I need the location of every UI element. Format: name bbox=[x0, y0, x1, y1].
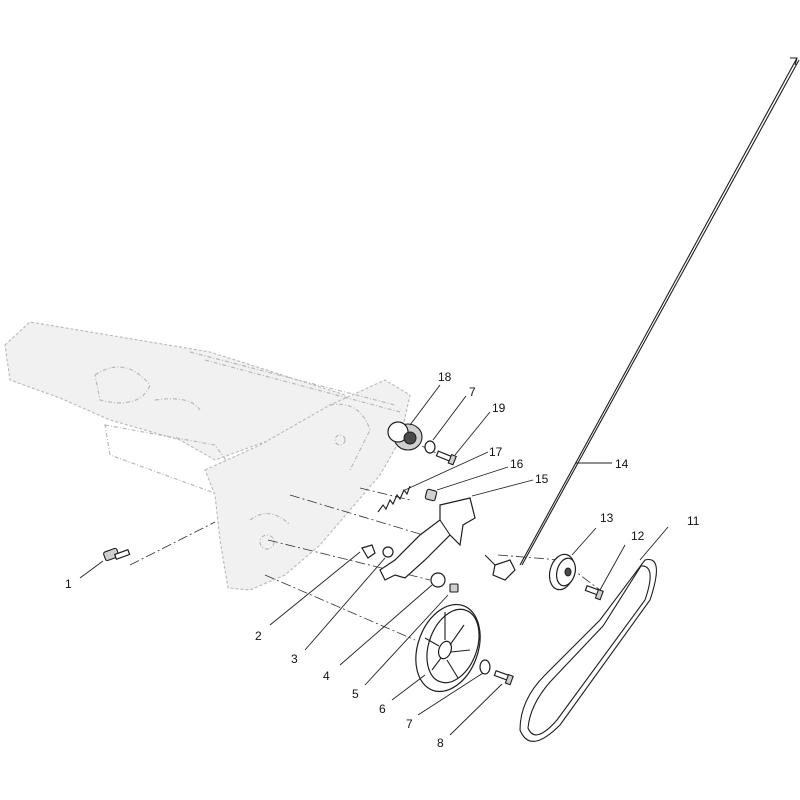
washer-part-7-upper bbox=[424, 440, 436, 454]
callout-13: 13 bbox=[600, 511, 614, 525]
callout-14: 14 bbox=[615, 457, 629, 471]
housing-ghost bbox=[4, 321, 411, 591]
belt-part-11 bbox=[519, 558, 657, 742]
callout-11: 11 bbox=[687, 514, 700, 528]
idler-pulley-part-13 bbox=[548, 553, 577, 591]
spacer-part-4 bbox=[430, 572, 446, 588]
callout-16: 16 bbox=[510, 457, 524, 471]
callout-5: 5 bbox=[352, 687, 359, 701]
leader-lines bbox=[79, 384, 669, 736]
callout-labels: 1 2 3 4 5 6 7 8 11 12 13 14 15 16 17 19 … bbox=[65, 370, 700, 750]
callout-7-upper: 7 bbox=[469, 385, 476, 399]
pulley-part-6 bbox=[415, 603, 481, 693]
washer-part-3 bbox=[382, 546, 394, 558]
bolt-part-8 bbox=[493, 669, 514, 686]
nut-part-16 bbox=[424, 488, 438, 502]
cable-part-14 bbox=[484, 57, 800, 581]
spring-part-17 bbox=[377, 485, 411, 513]
bolt-part-1 bbox=[103, 547, 131, 562]
clip-part-2 bbox=[361, 544, 376, 559]
callout-2: 2 bbox=[255, 629, 262, 643]
callout-17: 17 bbox=[489, 445, 503, 459]
callout-12: 12 bbox=[631, 529, 645, 543]
idler-bracket-part-15 bbox=[379, 497, 476, 581]
callout-7-lower: 7 bbox=[406, 717, 413, 731]
callout-6: 6 bbox=[379, 702, 386, 716]
callout-19: 19 bbox=[492, 401, 506, 415]
nut-part-5 bbox=[449, 583, 459, 593]
callout-8: 8 bbox=[437, 736, 444, 750]
callout-18: 18 bbox=[438, 370, 452, 384]
callout-1: 1 bbox=[65, 577, 72, 591]
bolt-part-19 bbox=[435, 450, 457, 466]
callout-3: 3 bbox=[291, 652, 298, 666]
bushing-part-18 bbox=[387, 421, 423, 451]
callout-15: 15 bbox=[535, 472, 549, 486]
washer-part-7-lower bbox=[479, 659, 491, 675]
callout-4: 4 bbox=[323, 669, 330, 683]
bolt-part-12 bbox=[584, 584, 604, 601]
